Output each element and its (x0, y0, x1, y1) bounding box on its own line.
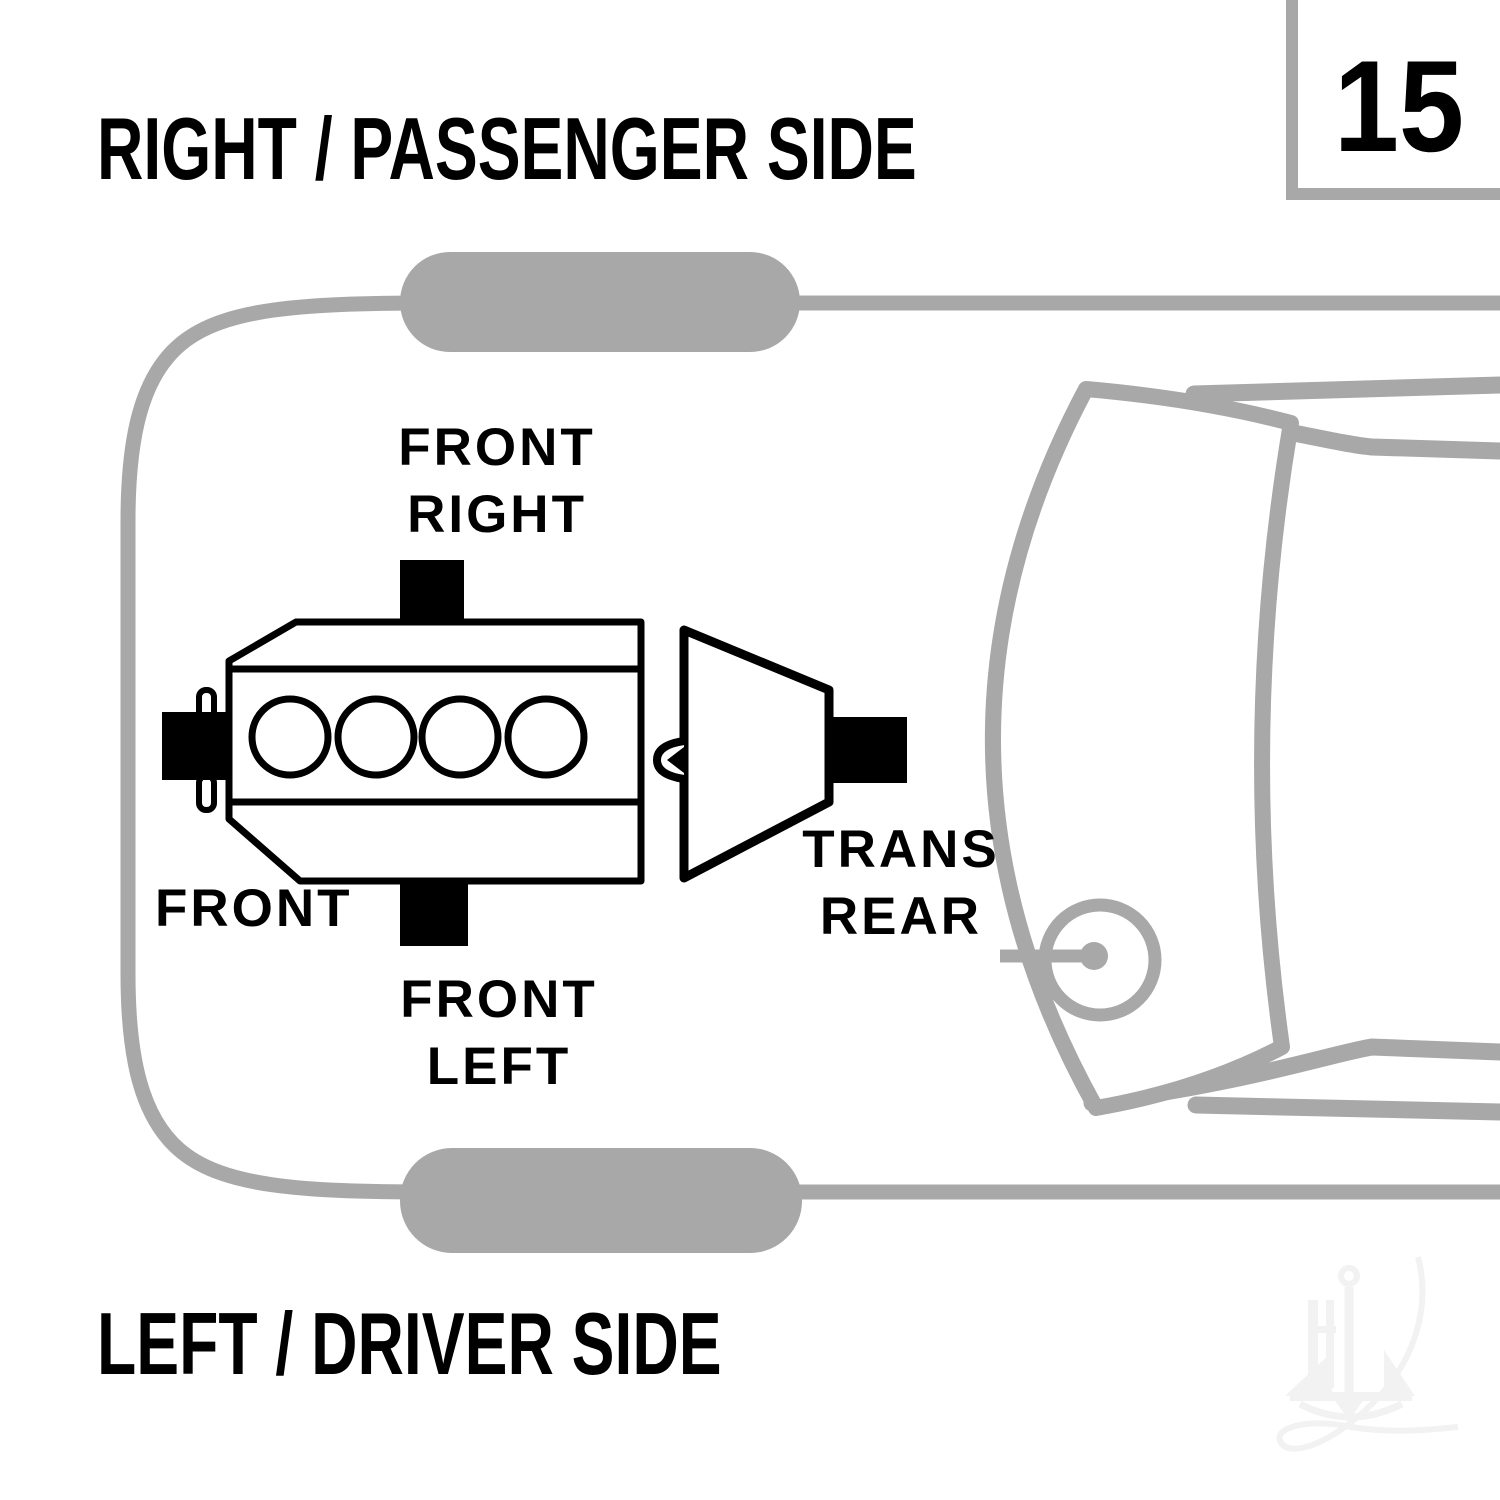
anchor-watermark-icon (1276, 1256, 1459, 1452)
roof-line-top-inner (1185, 376, 1500, 403)
transmission-icon (679, 625, 834, 883)
tire-icon-front-right (400, 252, 800, 352)
crank-notch-arrow (667, 747, 684, 773)
steering-wheel-rim (1038, 898, 1162, 1022)
label-trans-rear-line1: TRANS (802, 820, 1000, 879)
steering-wheel-hub (1080, 942, 1108, 970)
cylinder-icon-2 (334, 695, 418, 779)
label-front-mount: FRONT (155, 879, 353, 938)
watermark-letter-bar-2 (1326, 1300, 1334, 1388)
page-number-box-border-left (1286, 0, 1298, 200)
watermark-letter-bar-3 (1308, 1326, 1336, 1333)
mount-marker-icon-front-left (400, 880, 468, 946)
header-right-passenger-side: RIGHT / PASSENGER SIDE (97, 99, 917, 198)
cylinder-icon-4 (504, 695, 588, 779)
car-front-body-outline (120, 295, 1500, 1200)
page-number-box-border-bottom (1286, 188, 1500, 200)
roof-line-bottom-inner (1187, 1096, 1500, 1121)
watermark-crown-curve (1298, 1400, 1404, 1421)
car-body-icon (120, 252, 1500, 1253)
tire-icon-front-left (400, 1148, 802, 1253)
watermark-anchor-fluke (1333, 1398, 1365, 1420)
header-left-driver-side: LEFT / DRIVER SIDE (97, 1294, 722, 1393)
label-front-right-line1: FRONT (398, 418, 596, 477)
label-front-left-line1: FRONT (400, 970, 598, 1029)
watermark-crown-right (1384, 1350, 1415, 1396)
page-number: 15 (1333, 33, 1465, 179)
windshield-icon (984, 381, 1299, 1116)
engine-assembly (162, 560, 907, 946)
cylinder-icon-1 (248, 695, 332, 779)
steering-wheel-icon (1000, 898, 1162, 1022)
watermark-letter-bar-1 (1308, 1300, 1318, 1388)
label-front-left-mount: FRONT LEFT (329, 966, 669, 1100)
watermark-crown-left (1285, 1352, 1332, 1396)
mount-marker-icon-front-right (400, 560, 464, 622)
watermark-swoosh (1276, 1256, 1459, 1452)
watermark-anchor-ring (1338, 1265, 1360, 1287)
label-front-right-line2: RIGHT (407, 485, 587, 544)
mount-marker-icon-trans-rear (833, 717, 907, 783)
label-trans-rear-mount: TRANS REAR (731, 816, 1071, 950)
label-front-right-mount: FRONT RIGHT (327, 414, 667, 548)
pulley-pin-icon-bottom (196, 773, 217, 813)
label-front-left-line2: LEFT (426, 1037, 572, 1096)
cylinder-icon-3 (418, 695, 502, 779)
watermark-crown-bar (1290, 1392, 1412, 1401)
mount-marker-icon-front (162, 712, 227, 780)
label-trans-rear-line2: REAR (819, 887, 983, 946)
